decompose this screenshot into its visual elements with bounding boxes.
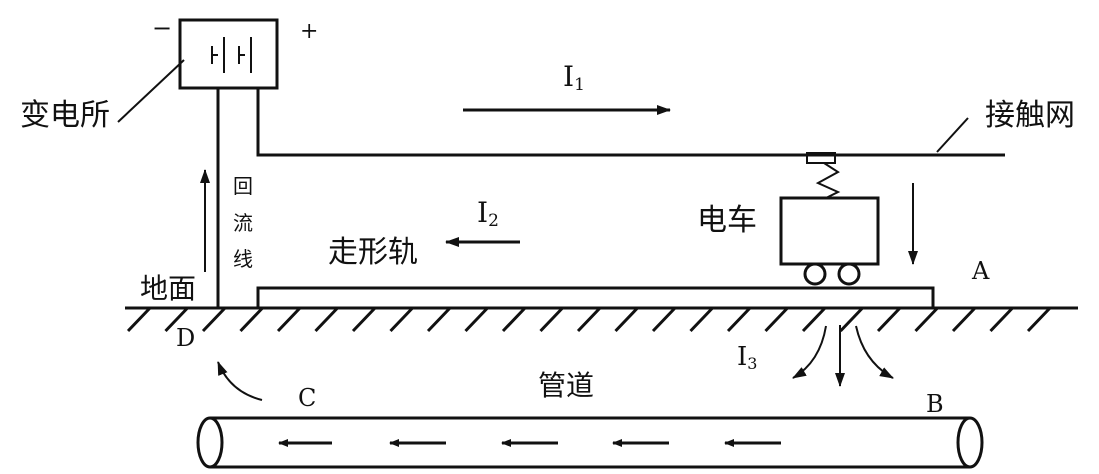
current-symbol: I: [737, 342, 747, 372]
pantograph-arm: [815, 162, 841, 199]
ground-hatch: [576, 306, 602, 333]
ground-hatch: [201, 306, 227, 333]
substation-leader-line: [117, 59, 185, 123]
point-b-label: B: [926, 390, 944, 418]
return-line-char: 流: [233, 211, 253, 235]
substation: − + 变电所: [20, 14, 318, 133]
ground-hatch: [951, 306, 977, 333]
ground-hatch: [801, 306, 827, 333]
ground-hatch: [1026, 306, 1052, 333]
ground-hatch: [239, 306, 264, 333]
tram-wheel: [803, 262, 827, 286]
pipe-left-end: [196, 416, 224, 469]
ground-hatch: [389, 306, 414, 333]
tram-wheel: [837, 262, 861, 286]
ground-hatch: [426, 306, 452, 333]
ground-hatch: [501, 306, 527, 333]
current-i2-label: I2: [477, 196, 499, 231]
minus-sign: −: [152, 14, 172, 42]
ground-hatch: [464, 306, 489, 333]
return-line-char: 线: [233, 247, 253, 271]
ground-hatch: [839, 306, 864, 333]
pipe-right-end: [956, 416, 984, 469]
current-i3-label: I3: [737, 342, 757, 373]
return-line-label: 回 流 线: [233, 174, 253, 271]
ground-hatch: [539, 306, 564, 333]
substation-box: [178, 18, 279, 90]
ground-hatch: [989, 306, 1014, 333]
plus-sign: +: [300, 19, 318, 44]
return-line-char: 回: [233, 174, 253, 198]
point-c-label: C: [298, 384, 316, 412]
ground-hatch: [614, 306, 639, 333]
point-a-label: A: [971, 257, 990, 285]
point-d-label: D: [176, 324, 195, 352]
ground-hatch: [764, 306, 789, 333]
battery-icon: [211, 37, 252, 73]
ground-hatch: [126, 306, 152, 333]
substation-label: 变电所: [20, 98, 110, 133]
ground-hatch: [689, 306, 714, 333]
ground-hatches: [126, 306, 1052, 333]
contact-wire-leader-line: [936, 117, 969, 153]
tram: [779, 152, 880, 286]
tram-label: 电车: [697, 203, 757, 238]
return-to-ground-arrow: [217, 361, 263, 401]
ground-hatch: [726, 306, 752, 333]
tram-body: [779, 196, 880, 266]
ground-hatch: [651, 306, 677, 333]
current-i1-label: I1: [563, 60, 585, 95]
leakage-arrow-right: [855, 325, 894, 379]
ground-hatch: [351, 306, 377, 333]
contact-wire-label: 接触网: [985, 98, 1075, 133]
pipe: [196, 416, 984, 469]
leakage-arrow-left: [792, 325, 827, 379]
running-rail: [256, 286, 935, 310]
pipe-label: 管道: [538, 369, 594, 402]
ground-hatch: [314, 306, 339, 333]
ground-hatch: [876, 306, 902, 333]
current-subscript: 3: [747, 354, 757, 373]
current-symbol: I: [563, 60, 574, 93]
ground-hatch: [914, 306, 939, 333]
rail-label: 走形轨: [328, 235, 418, 270]
current-symbol: I: [477, 196, 488, 229]
contact-wire: [256, 88, 1005, 157]
ground-hatch: [276, 306, 302, 333]
current-subscript: 2: [488, 211, 499, 231]
pantograph-shoe: [806, 152, 836, 164]
ground-hatch: [164, 306, 189, 333]
current-subscript: 1: [574, 75, 585, 95]
ground-label: 地面: [140, 272, 196, 305]
